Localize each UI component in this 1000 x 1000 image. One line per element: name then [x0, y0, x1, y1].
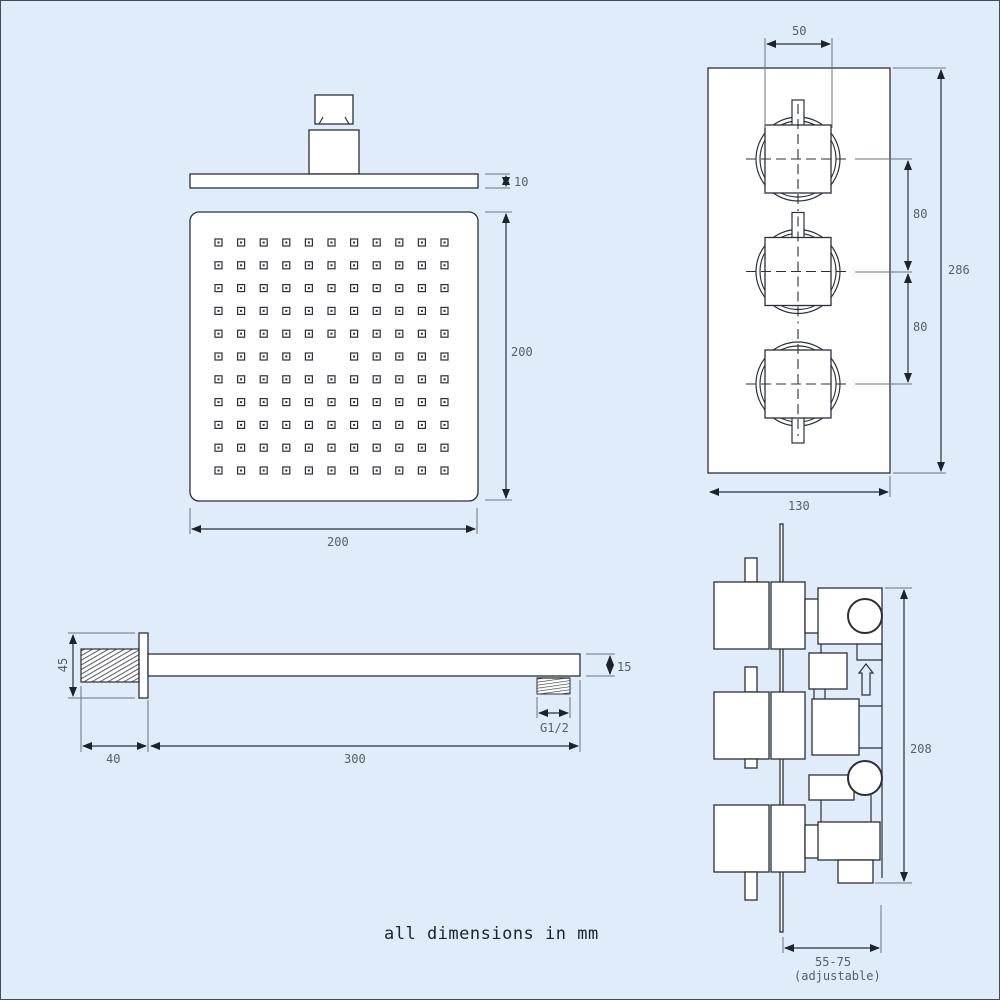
dim-handle-spacing-1: 80	[913, 207, 928, 221]
dim-handle-spacing-2: 80	[913, 320, 928, 334]
shower-head-face	[189, 211, 512, 534]
dim-plate-height: 286	[948, 263, 970, 277]
dim-head-thickness: 10	[514, 175, 529, 189]
valve-front-view	[707, 38, 946, 497]
dim-arm-length: 300	[344, 752, 366, 766]
dim-outlet-thread: G1/2	[540, 721, 569, 735]
dim-head-width: 200	[327, 535, 349, 549]
shower-head-side-view	[189, 94, 510, 189]
nozzle-grid	[214, 238, 449, 475]
dim-plate-width: 130	[788, 499, 810, 513]
flow-arrow-icon	[857, 663, 875, 696]
dim-thread-length: 40	[106, 752, 121, 766]
valve-side-view	[713, 523, 912, 953]
dim-arm-flange: 45	[56, 657, 71, 673]
dim-arm-thickness: 15	[617, 660, 632, 674]
dim-head-depth: 200	[511, 345, 533, 359]
shower-arm	[68, 632, 615, 752]
dim-body-height: 208	[910, 742, 932, 756]
dim-depth-note: (adjustable)	[794, 969, 881, 983]
dim-handle-width: 50	[792, 24, 807, 38]
units-note: all dimensions in mm	[384, 924, 599, 944]
dim-depth-range: 55-75	[815, 955, 852, 969]
